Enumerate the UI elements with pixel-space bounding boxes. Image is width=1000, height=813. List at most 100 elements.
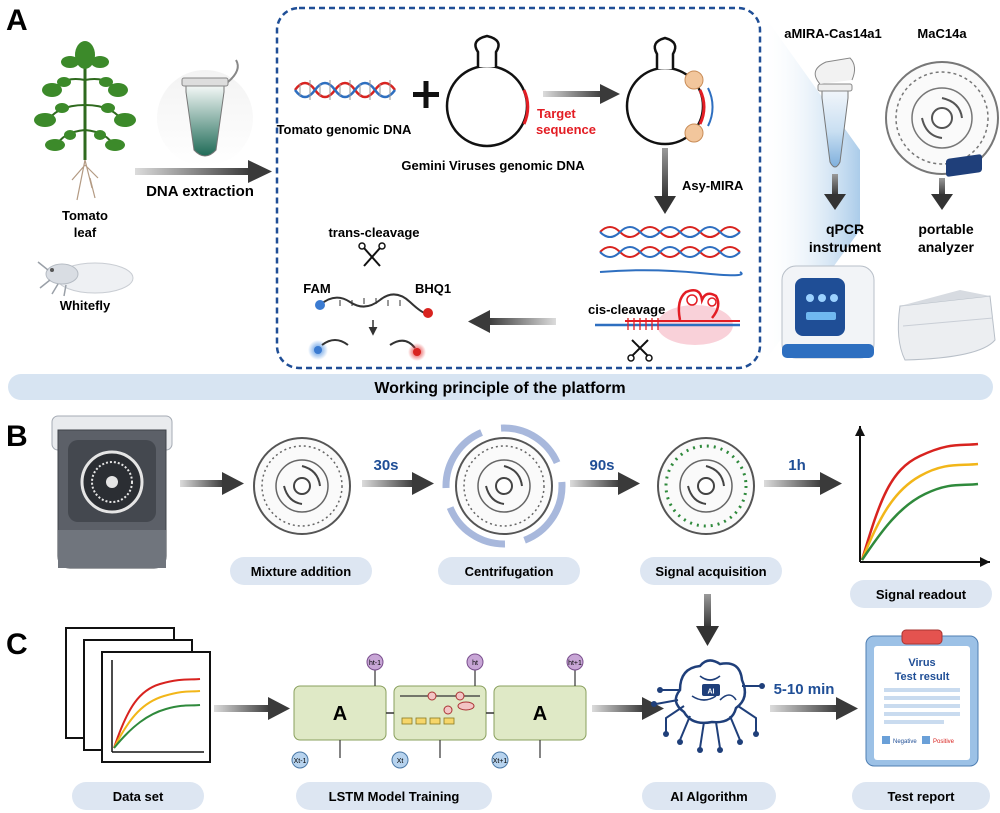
mac14a-disc-icon xyxy=(885,61,999,175)
tomato-plant-icon xyxy=(34,41,136,201)
lstm-cell-middle xyxy=(393,685,487,741)
cas14a-complex-icon xyxy=(595,289,740,345)
dataset-curve-red xyxy=(113,678,201,749)
amplicon-strands-icon xyxy=(599,226,743,277)
qpcr-instrument-icon xyxy=(781,265,875,359)
amira-tube-icon xyxy=(814,57,856,168)
report-negative-label: Negative xyxy=(893,739,917,745)
report-title-1: Virus xyxy=(908,657,935,669)
cis-cleavage-label: cis-cleavage xyxy=(588,302,665,317)
whitefly-label: Whitefly xyxy=(60,298,111,313)
step-pill-lstm xyxy=(296,782,492,810)
tomato-dna-helix-icon xyxy=(293,80,397,100)
lstm-cell-label-right: A xyxy=(533,703,547,725)
step-label-centrifugation: Centrifugation xyxy=(465,564,554,579)
tomato-dna-label: Tomato genomic DNA xyxy=(277,122,412,137)
portable-label-2: analyzer xyxy=(918,239,975,255)
qpcr-label-1: qPCR xyxy=(826,221,864,237)
extraction-tube-icon xyxy=(157,59,253,166)
step-label-signal-readout: Signal readout xyxy=(876,587,967,602)
trans-cleavage-label: trans-cleavage xyxy=(328,225,419,240)
step-label-mixture: Mixture addition xyxy=(251,564,351,579)
time-90s: 90s xyxy=(589,457,614,474)
x-label-next: Xt+1 xyxy=(493,758,508,765)
signal-disc-icon xyxy=(657,437,755,535)
arrow-to-lstm xyxy=(214,697,290,720)
plus-icon xyxy=(413,81,439,108)
amira-cas14a1-label: aMIRA-Cas14a1 xyxy=(784,26,882,41)
scissors-icon-trans xyxy=(358,242,386,267)
step-label-signal-acquisition: Signal acquisition xyxy=(655,564,766,579)
step-pill-centrifugation xyxy=(438,557,580,585)
virus-genome-circle-icon xyxy=(445,34,530,148)
dataset-stack-icon xyxy=(65,627,211,763)
dataset-curve-green xyxy=(113,704,201,749)
readout-curve-green xyxy=(860,482,979,561)
time-5-10-min: 5-10 min xyxy=(774,681,835,698)
x-label-prev: Xt-1 xyxy=(294,758,307,765)
test-report-clipboard-icon xyxy=(865,629,979,767)
reporter-probe-icon xyxy=(308,293,433,361)
qpcr-down-arrow xyxy=(824,174,846,210)
panel-c-letter: C xyxy=(6,628,28,661)
tomato-leaf-label-1: Tomato xyxy=(62,208,108,223)
step-label-report: Test report xyxy=(888,789,956,804)
ai-brain-icon xyxy=(651,659,765,753)
h-label-prev: ht-1 xyxy=(369,660,381,667)
step-pill-signal-acquisition xyxy=(640,557,782,585)
step-pill-dataset xyxy=(72,782,204,810)
gemini-genome-label: Gemini Viruses genomic DNA xyxy=(401,158,585,173)
acquisition-to-ai-arrow xyxy=(696,594,719,646)
primer-binding-arrow xyxy=(543,84,620,104)
step-label-ai: AI Algorithm xyxy=(670,789,748,804)
report-positive-label: Positive xyxy=(933,739,955,745)
step-pill-signal-readout xyxy=(850,580,992,608)
asy-mira-arrow xyxy=(654,148,676,214)
report-title-2: Test result xyxy=(895,671,950,683)
bhq1-label: BHQ1 xyxy=(415,281,451,296)
portable-analyzer-icon xyxy=(897,154,996,361)
mixture-disc-icon xyxy=(253,437,351,535)
scissors-icon-cis xyxy=(627,339,653,362)
step-pill-ai xyxy=(642,782,776,810)
signal-readout-plot xyxy=(855,426,990,567)
banner-text: Working principle of the platform xyxy=(374,380,625,397)
readout-curve-red xyxy=(860,442,979,561)
qpcr-label-2: instrument xyxy=(809,239,882,255)
lstm-diagram xyxy=(291,653,587,769)
whitefly-icon xyxy=(37,261,134,297)
arrow-1h xyxy=(764,472,842,495)
arrow-30s xyxy=(362,472,434,495)
step-label-dataset: Data set xyxy=(113,789,164,804)
step-pill-report xyxy=(852,782,990,810)
dna-extraction-arrow xyxy=(135,160,272,183)
lstm-cell-label-left: A xyxy=(333,703,347,725)
centrifuge-device-icon xyxy=(51,415,173,569)
asy-mira-label: Asy-MIRA xyxy=(682,178,744,193)
dataset-curve-yellow xyxy=(113,690,201,749)
step-label-lstm: LSTM Model Training xyxy=(329,789,460,804)
readout-curve-yellow xyxy=(860,462,979,561)
dna-extraction-label: DNA extraction xyxy=(146,183,254,200)
portable-label-1: portable xyxy=(918,221,973,237)
target-sequence-label-1: Target xyxy=(537,106,576,121)
ai-chip-label: AI xyxy=(708,689,715,696)
x-label-curr: Xt xyxy=(397,758,404,765)
target-sequence-label-2: sequence xyxy=(536,122,596,137)
tomato-leaf-label-2: leaf xyxy=(74,225,97,240)
h-label-curr: ht xyxy=(472,660,478,667)
arrow-to-ai xyxy=(592,697,664,720)
panel-a-letter: A xyxy=(6,4,28,37)
arrow-to-mixture xyxy=(180,472,244,495)
primer-bound-genome-icon xyxy=(625,36,714,146)
time-1h: 1h xyxy=(788,457,806,474)
panel-b-letter: B xyxy=(6,420,28,453)
centrifugation-disc-icon xyxy=(442,424,566,548)
mac14a-label: MaC14a xyxy=(917,26,967,41)
step-pill-mixture xyxy=(230,557,372,585)
fam-label: FAM xyxy=(303,281,330,296)
h-label-next: ht+1 xyxy=(568,660,582,667)
platform-banner xyxy=(8,374,993,400)
trans-cleavage-arrow xyxy=(468,310,556,333)
